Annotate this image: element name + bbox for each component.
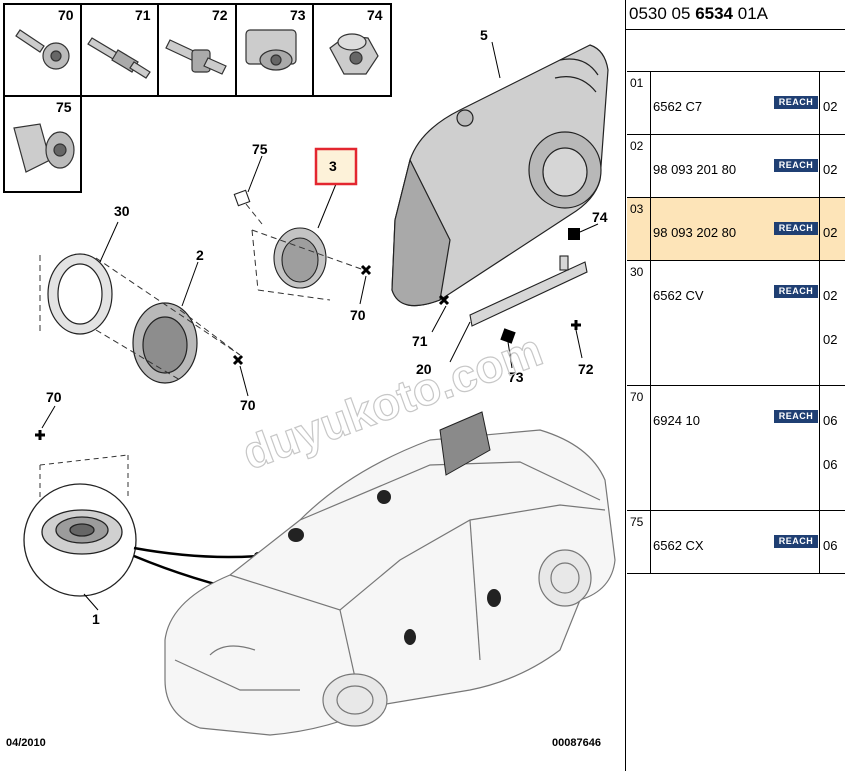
reach-badge: REACH [774, 410, 818, 423]
quantity-column: 02 [819, 135, 845, 197]
leader-lines [41, 41, 599, 611]
detail-circle-speaker-1 [23, 483, 137, 597]
highlight-box[interactable] [314, 147, 358, 186]
speaker-dashed-guides [39, 255, 241, 381]
rivet-icon [13, 123, 75, 173]
callout-30: 30 [114, 203, 130, 219]
part-index: 75 [627, 511, 651, 573]
fastener-markers [35, 264, 581, 440]
quantity-column: 02 [819, 72, 845, 134]
tweeter-assembly [233, 189, 327, 289]
part-quantity: 02 [823, 162, 838, 177]
callout-70: 70 [46, 389, 62, 405]
callout-labels: 5 3 75 30 2 74 70 70 71 72 73 20 70 1 [46, 27, 608, 627]
reach-badge: REACH [774, 535, 818, 548]
reference-bold: 6534 [695, 4, 734, 23]
callout-5: 5 [480, 27, 488, 43]
callout-70: 70 [350, 307, 366, 323]
reference-prefix: 0530 05 [629, 4, 696, 23]
part-index: 03 [627, 198, 651, 260]
part-reference[interactable]: 98 093 201 80 [653, 162, 737, 177]
screw-icon [15, 29, 70, 70]
part-quantity: 06 [823, 457, 838, 472]
hardware-labels: 70 71 72 73 74 75 [56, 7, 383, 115]
reach-badge: REACH [774, 96, 818, 109]
quantity-column: 06 06 [819, 386, 845, 510]
car-illustration [164, 429, 616, 736]
part-quantity: 02 [823, 99, 838, 114]
rear-shelf-sub [439, 411, 491, 476]
document-code: 00087646 [552, 737, 601, 749]
diagram-canvas: 70 71 72 73 74 75 [3, 3, 616, 736]
stud-screw-icon [87, 37, 151, 79]
tweeter-dashed-guides [245, 203, 365, 301]
callout-71: 71 [412, 333, 428, 349]
callout-70: 70 [240, 397, 256, 413]
part-index: 30 [627, 261, 651, 385]
part-quantity: 02 [823, 288, 838, 303]
clip-bolt-icon [165, 39, 227, 75]
detail-dashed-box [39, 454, 129, 500]
quantity-column: 02 02 [819, 261, 845, 385]
part-quantity: 06 [823, 413, 838, 428]
quantity-column: 02 [819, 198, 845, 260]
callout-72: 72 [578, 361, 594, 377]
clip-nut-icon [245, 29, 297, 71]
hardware-number-72: 72 [212, 7, 228, 23]
callout-75: 75 [252, 141, 268, 157]
part-reference[interactable]: 6562 CV [653, 288, 704, 303]
door-speaker-2 [132, 302, 198, 384]
hardware-number-74: 74 [367, 7, 383, 23]
hardware-number-75: 75 [56, 99, 72, 115]
reach-badge: REACH [774, 159, 818, 172]
part-reference[interactable]: 6924 10 [653, 413, 700, 428]
reach-badge: REACH [774, 285, 818, 298]
parts-diagram: 70 71 72 73 74 75 [3, 3, 616, 749]
car-speaker-spots [288, 490, 501, 645]
date-code: 04/2010 [6, 737, 46, 749]
nut-marker-73 [500, 328, 516, 344]
hardware-number-71: 71 [135, 7, 151, 23]
reference-suffix: 01A [733, 4, 768, 23]
mounting-bracket [469, 255, 588, 327]
part-quantity: 02 [823, 225, 838, 240]
nut-marker-74 [568, 228, 580, 240]
part-index: 01 [627, 72, 651, 134]
part-index: 70 [627, 386, 651, 510]
hardware-number-73: 73 [290, 7, 306, 23]
hex-nut-icon [329, 33, 379, 75]
part-index: 02 [627, 135, 651, 197]
part-reference[interactable]: 6562 C7 [653, 99, 703, 114]
callout-2: 2 [196, 247, 204, 263]
part-reference[interactable]: 98 093 202 80 [653, 225, 737, 240]
callout-1: 1 [92, 611, 100, 627]
subwoofer-enclosure [391, 44, 609, 307]
callout-3: 3 [329, 158, 337, 174]
callout-20: 20 [416, 361, 432, 377]
hardware-grid [3, 3, 392, 193]
catalog-reference: 0530 05 6534 01A [629, 4, 768, 24]
speaker-ring-30 [47, 253, 113, 335]
hardware-number-70: 70 [58, 7, 74, 23]
quantity-column: 06 [819, 511, 845, 573]
part-reference[interactable]: 6562 CX [653, 538, 704, 553]
header-rule [626, 29, 845, 30]
part-quantity: 02 [823, 332, 838, 347]
callout-74: 74 [592, 209, 608, 225]
part-quantity: 06 [823, 538, 838, 553]
reach-badge: REACH [774, 222, 818, 235]
callout-73: 73 [508, 369, 524, 385]
